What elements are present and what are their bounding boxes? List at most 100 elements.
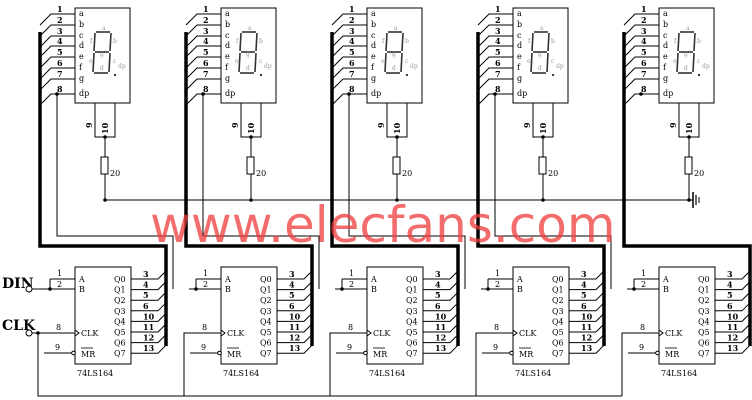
display-pin-wire — [623, 67, 659, 80]
pin-name: A — [370, 275, 377, 284]
data-bus — [622, 32, 752, 346]
output-wire — [131, 281, 167, 291]
segment-label: b — [405, 38, 409, 45]
pin-name: Q6 — [698, 339, 710, 348]
display-pin-number: 1 — [495, 4, 501, 14]
output-wire — [715, 281, 751, 291]
pin-number: 8 — [56, 323, 61, 332]
display-pin-wire — [623, 24, 659, 37]
shift-register-chip: 74LS16412AB8CLK9MRQ03Q14Q25Q36Q410Q511Q6… — [330, 266, 459, 378]
segment-label: d — [684, 65, 688, 72]
segment-label: dp — [556, 63, 564, 70]
pin-name: MR — [227, 350, 242, 359]
display-pin-number: 8 — [495, 84, 501, 94]
cascade-wire — [494, 94, 612, 289]
cascade-wire — [348, 94, 466, 289]
output-wire — [715, 334, 751, 344]
segment — [238, 52, 241, 73]
chip-part-label: 74LS164 — [515, 369, 551, 378]
display-pin-letter: g — [79, 74, 84, 83]
display-pin-number: 6 — [57, 58, 63, 68]
segment — [385, 32, 388, 52]
pin-name: Q1 — [552, 286, 564, 295]
display-pin-number: 5 — [495, 47, 501, 57]
display-pin-letter: d — [79, 41, 84, 50]
pin-number: 3 — [143, 269, 149, 279]
segment-label: b — [113, 38, 117, 45]
pin-name: B — [79, 285, 85, 294]
segment-label: c — [259, 58, 263, 65]
segment-label: f — [90, 38, 93, 45]
output-wire — [131, 291, 167, 301]
watermark: www.elecfans.com — [150, 196, 616, 254]
decimal-point — [698, 74, 700, 76]
pin-name: Q5 — [260, 328, 272, 337]
output-wire — [569, 270, 605, 280]
segment — [239, 32, 242, 52]
segment-label: a — [248, 25, 252, 32]
display-pin-wire — [185, 78, 221, 91]
display-pin-number: 3 — [203, 26, 209, 36]
pin-number: 8 — [202, 323, 207, 332]
display-pin-10: 10 — [538, 122, 548, 134]
pin-name: Q2 — [406, 296, 418, 305]
pin-name: Q5 — [698, 328, 710, 337]
pin-number: 8 — [494, 323, 499, 332]
pin-name: CLK — [665, 329, 683, 338]
display-pin-letter: dp — [371, 89, 381, 98]
pin-name: B — [663, 285, 669, 294]
pin-name: Q3 — [698, 307, 710, 316]
pin-number: 10 — [727, 311, 739, 321]
display-pin-number: 2 — [203, 15, 209, 25]
output-wire — [131, 344, 167, 354]
display-pin-number: 5 — [57, 47, 63, 57]
pin-name: Q4 — [260, 317, 272, 326]
pin-number: 2 — [203, 280, 208, 289]
segment-label: dp — [118, 63, 126, 70]
pin-number: 4 — [435, 280, 441, 290]
shift-register-chip: 74LS16412AB8CLK9MRQ03Q14Q25Q36Q410Q511Q6… — [476, 266, 605, 378]
pin-name: Q2 — [114, 296, 126, 305]
output-wire — [569, 334, 605, 344]
pin-name: Q0 — [552, 275, 564, 284]
pin-name: Q4 — [406, 317, 418, 326]
display-pin-number: 1 — [641, 4, 647, 14]
pin-number: 13 — [581, 343, 593, 353]
pin-name: A — [224, 275, 231, 284]
display-pin-wire — [477, 67, 513, 80]
display-pin-wire — [39, 93, 75, 106]
pin-number: 11 — [727, 322, 738, 332]
segment-label: f — [674, 38, 677, 45]
segment — [400, 52, 403, 73]
output-wire — [569, 291, 605, 301]
display-pin-number: 1 — [57, 4, 63, 14]
pin-name: Q0 — [698, 275, 710, 284]
pin-name: Q4 — [114, 317, 126, 326]
display-pin-9: 9 — [668, 122, 678, 128]
pin-number: 5 — [143, 290, 149, 300]
display-pin-wire — [331, 45, 367, 58]
display-pin-number: 7 — [203, 69, 209, 79]
display-pin-number: 4 — [203, 36, 209, 46]
pin-name: Q5 — [114, 328, 126, 337]
pin-number: 12 — [289, 333, 300, 343]
display-pin-letter: a — [517, 9, 522, 18]
inversion-bubble — [509, 350, 514, 356]
display-pin-number: 8 — [203, 84, 209, 94]
segment — [255, 32, 258, 52]
segment-label: b — [697, 38, 701, 45]
pin-name: Q4 — [552, 317, 564, 326]
display-body — [74, 7, 131, 104]
display-pin-letter: dp — [517, 89, 527, 98]
segment-label: e — [89, 58, 93, 65]
display-pin-wire — [623, 93, 659, 106]
data-bus — [38, 32, 168, 346]
output-wire — [131, 323, 167, 333]
pin-name: CLK — [373, 329, 391, 338]
pin-name: B — [371, 285, 377, 294]
segment-label: d — [246, 65, 250, 72]
